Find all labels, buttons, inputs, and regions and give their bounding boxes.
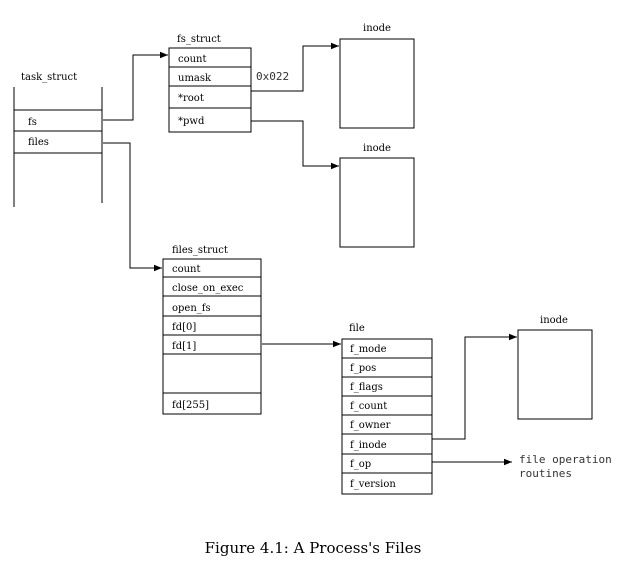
file-field-f-mode: f_mode	[350, 344, 387, 355]
task-struct-title: task_struct	[21, 72, 77, 83]
inode-root: inode	[339, 23, 415, 129]
inode-root-title: inode	[363, 23, 391, 34]
inode-file: inode	[517, 315, 593, 420]
arrow-pwd-to-inode	[251, 120, 339, 170]
umask-value: 0x022	[256, 70, 289, 83]
task-field-files: files	[28, 137, 49, 148]
figure-caption: Figure 4.1: A Process's Files	[205, 539, 422, 557]
file-field-f-version: f_version	[350, 479, 396, 490]
inode-file-title: inode	[540, 315, 568, 326]
file-field-f-flags: f_flags	[350, 382, 383, 393]
file-field-f-owner: f_owner	[350, 420, 391, 431]
connectors	[103, 42, 517, 466]
file-field-f-count: f_count	[350, 401, 387, 412]
file-field-f-inode: f_inode	[350, 440, 387, 451]
files-field-fd255: fd[255]	[172, 400, 209, 411]
fs-struct-title: fs_struct	[177, 34, 221, 45]
fs-field-umask: umask	[178, 73, 212, 84]
file-ops-line2: routines	[519, 467, 572, 480]
files-field-count: count	[172, 264, 201, 275]
file-ops-line1: file operation	[519, 453, 612, 466]
arrow-f-inode-to-inode	[432, 333, 517, 440]
file-field-f-pos: f_pos	[350, 363, 376, 374]
fs-field-root: *root	[178, 93, 204, 104]
arrow-root-to-inode	[251, 42, 339, 92]
arrow-fs-to-fs-struct	[103, 51, 168, 121]
inode-pwd: inode	[339, 143, 415, 248]
file-struct: file f_mode f_pos f_flags f_count f_owne…	[341, 323, 433, 495]
task-struct: task_struct fs files	[13, 72, 103, 207]
fs-field-count: count	[178, 54, 207, 65]
files-field-close-on-exec: close_on_exec	[172, 283, 244, 294]
files-struct: files_struct count close_on_exec open_fs…	[162, 245, 262, 415]
arrow-files-to-files-struct	[103, 142, 162, 272]
fs-field-pwd: *pwd	[178, 116, 205, 127]
inode-pwd-title: inode	[363, 143, 391, 154]
task-field-fs: fs	[28, 117, 37, 128]
files-field-fd0: fd[0]	[172, 322, 196, 333]
files-field-open-fs: open_fs	[172, 303, 211, 314]
fs-struct: fs_struct count umask *root *pwd 0x022	[168, 34, 289, 133]
file-title: file	[349, 323, 365, 334]
files-struct-title: files_struct	[172, 245, 228, 256]
files-field-fd1: fd[1]	[172, 341, 196, 352]
file-field-f-op: f_op	[350, 459, 371, 470]
